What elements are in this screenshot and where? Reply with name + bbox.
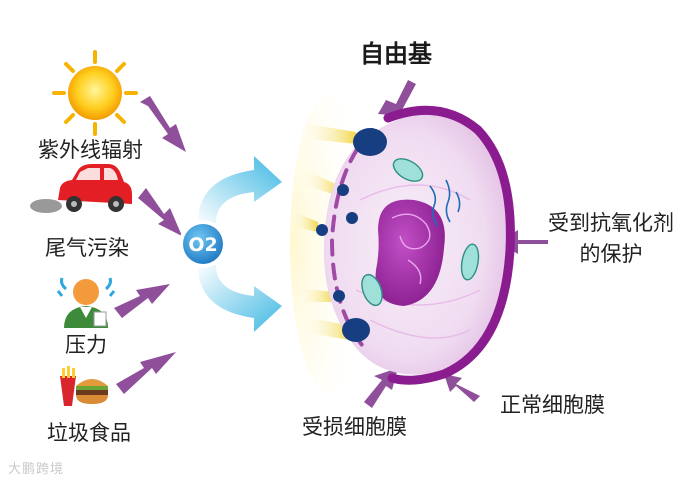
label-junk-food: 垃圾食品 (47, 421, 131, 445)
chromatin (391, 213, 431, 285)
free-radicals (316, 128, 387, 342)
free-radical-dot (316, 224, 328, 236)
normal-membrane-arrow (444, 374, 480, 402)
label-stress: 压力 (65, 333, 107, 357)
dna-strand (429, 179, 461, 227)
zigzag-arrow-stress (114, 284, 170, 318)
zigzag-arrow-food (116, 352, 176, 394)
free-radical-dot (333, 290, 345, 302)
free-radical-dot (337, 184, 349, 196)
free-radical-dot (346, 212, 358, 224)
label-antioxidant-line1: 受到抗氧化剂 (548, 211, 674, 235)
flow-arrow-up (197, 156, 282, 226)
free-radical-arrow (378, 80, 416, 116)
zigzag-arrow-uv (140, 96, 186, 152)
watermark: 大鹏跨境 (8, 462, 65, 477)
label-uv-radiation: 紫外线辐射 (38, 138, 143, 162)
sun-icon (52, 50, 138, 136)
cell (323, 105, 515, 385)
normal-cell-membrane (383, 105, 515, 385)
zigzag-arrow-exhaust (138, 188, 182, 236)
flow-arrow-down (197, 262, 282, 332)
free-radical-dot (353, 128, 387, 156)
o2-label: O2 (188, 234, 217, 256)
stressed-person-icon (56, 277, 116, 328)
car-icon (30, 164, 132, 213)
flow-arrows (197, 156, 282, 332)
free-radical-dot (342, 318, 370, 342)
label-free-radical: 自由基 (360, 40, 432, 68)
label-damaged-membrane: 受损细胞膜 (302, 415, 407, 439)
label-normal-membrane: 正常细胞膜 (500, 393, 605, 417)
junk-food-icon (60, 366, 108, 406)
mitochondria (361, 158, 480, 307)
label-exhaust-pollution: 尾气污染 (45, 236, 129, 260)
o2-molecule (179, 220, 227, 268)
label-antioxidant-line2: 的保护 (579, 242, 643, 266)
